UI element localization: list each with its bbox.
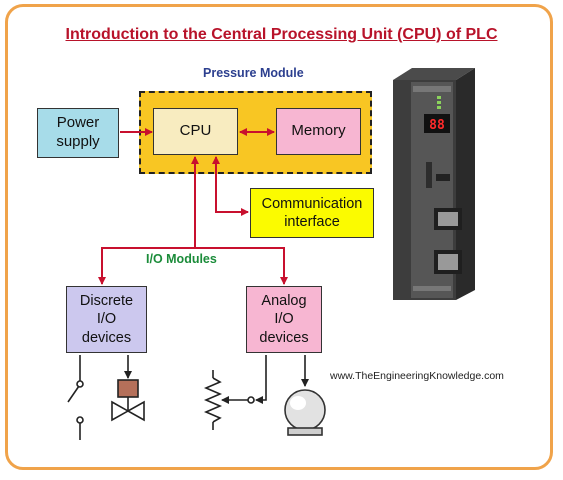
discrete-field-devices	[67, 355, 145, 440]
cpu-io-bus	[98, 156, 199, 285]
discrete-io-block: Discrete I/O devices	[66, 286, 147, 353]
pressure-module-label: Pressure Module	[203, 66, 304, 80]
communication-interface-block: Communication interface	[250, 188, 374, 238]
website-url: www.TheEngineeringKnowledge.com	[330, 370, 504, 382]
bus-to-analog-arrow	[195, 247, 288, 285]
memory-label: Memory	[291, 122, 346, 140]
discrete-line-3: devices	[81, 329, 132, 346]
diagram-title: Introduction to the Central Processing U…	[65, 26, 498, 43]
cpu-label: CPU	[179, 122, 212, 140]
power-supply-line-2: supply	[56, 133, 100, 150]
cpu-comm-arrow	[212, 156, 249, 216]
power-supply-block: Power supply	[37, 108, 119, 158]
communication-line-1: Communication	[261, 195, 363, 212]
discrete-line-1: Discrete	[79, 293, 134, 310]
analog-field-devices	[203, 355, 326, 436]
switch-icon	[67, 370, 84, 440]
power-supply-line-1: Power	[56, 114, 100, 132]
potentiometer-icon	[203, 370, 248, 430]
valve-icon	[111, 379, 145, 422]
analog-io-block: Analog I/O devices	[246, 286, 322, 353]
discrete-line-2: I/O	[96, 311, 117, 328]
analog-line-3: devices	[259, 329, 309, 346]
communication-line-2: interface	[284, 214, 340, 230]
analog-line-1: Analog	[261, 293, 307, 310]
sensor-tank-icon	[284, 389, 326, 436]
cpu-block: CPU	[153, 108, 238, 155]
analog-line-2: I/O	[274, 311, 294, 328]
memory-block: Memory	[276, 108, 361, 155]
